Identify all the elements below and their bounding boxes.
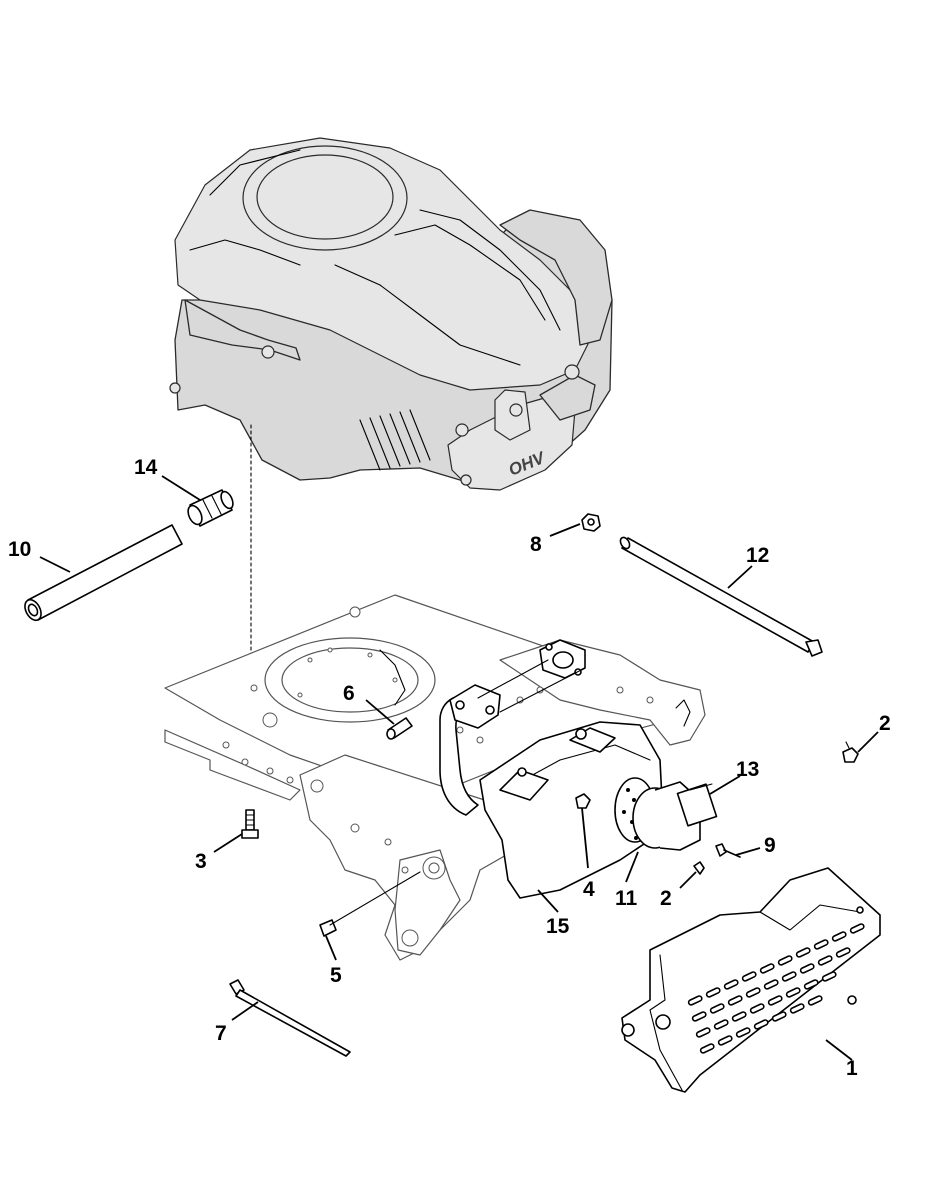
callout-8: 8 — [530, 533, 542, 556]
heat-shield — [621, 867, 881, 1093]
leader-lines — [39, 475, 879, 1061]
callout-15: 15 — [546, 915, 570, 938]
callout-11: 11 — [615, 887, 638, 910]
callout-2-right: 2 — [879, 712, 891, 735]
bolt-part-5 — [319, 871, 421, 937]
nut-part-4 — [575, 793, 591, 809]
callout-10: 10 — [8, 538, 31, 561]
pin-part-9 — [715, 843, 741, 858]
screw-part-2-lower — [693, 861, 705, 875]
callout-3: 3 — [195, 850, 207, 873]
tube-part-10 — [24, 524, 183, 622]
engine: OHV — [169, 137, 613, 491]
callout-2-lower: 2 — [660, 887, 672, 910]
callout-labels: 1 2 2 3 4 5 6 7 8 9 10 11 12 13 14 15 — [8, 456, 891, 1080]
screw-part-2-right — [842, 741, 859, 763]
exhaust-pipe — [439, 639, 586, 816]
rod-part-12 — [619, 536, 823, 657]
bolt-part-6 — [386, 717, 413, 740]
callout-14: 14 — [134, 456, 158, 479]
callout-5: 5 — [330, 964, 342, 987]
callout-1: 1 — [846, 1057, 858, 1080]
bolt-part-3 — [241, 809, 259, 839]
callout-13: 13 — [736, 758, 759, 781]
callout-12: 12 — [746, 544, 769, 567]
callout-7: 7 — [215, 1022, 227, 1045]
callout-6: 6 — [343, 682, 355, 705]
coupler-part-14 — [187, 489, 234, 527]
callout-9: 9 — [764, 834, 776, 857]
callout-4: 4 — [583, 878, 595, 901]
cable-tie-part-7 — [229, 979, 351, 1057]
muffler-cap — [632, 781, 718, 851]
nut-part-8 — [581, 513, 601, 532]
heat-shield-slots — [687, 923, 865, 1054]
